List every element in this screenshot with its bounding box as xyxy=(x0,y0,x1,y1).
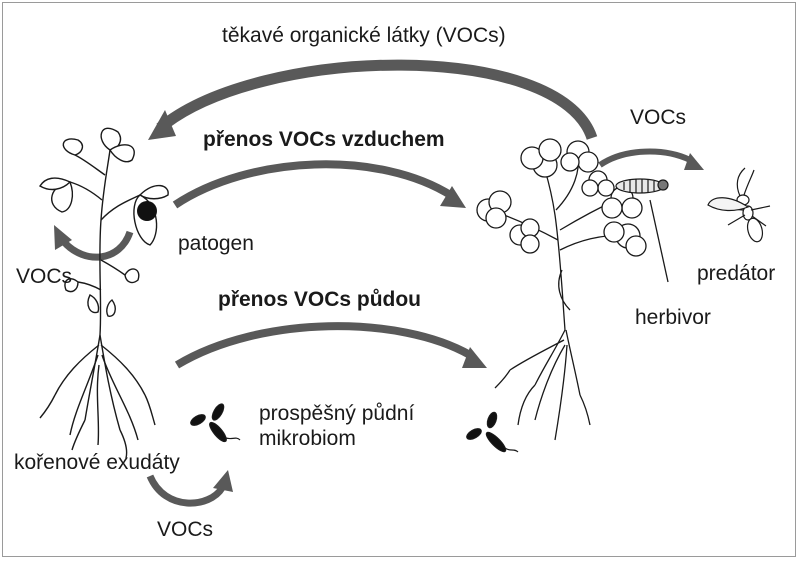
label-volatile-organic-compounds: těkavé organické látky (VOCs) xyxy=(222,24,506,47)
label-vocs-left: VOCs xyxy=(16,265,73,288)
air-transfer-arrow xyxy=(172,160,466,209)
left-loop-arrow xyxy=(54,225,134,261)
herbivore-pointer-line xyxy=(649,199,669,283)
left-plant xyxy=(39,127,169,459)
label-predator: predátor xyxy=(697,262,776,285)
label-microbiome-line1: prospěšný půdní xyxy=(259,402,415,425)
predator-wasp xyxy=(707,167,771,243)
herbivore-caterpillar xyxy=(615,178,669,194)
label-vocs-bottom: VOCs xyxy=(157,518,214,541)
label-vocs-predator: VOCs xyxy=(630,106,687,129)
label-herbivore: herbivor xyxy=(635,306,711,329)
microbes-right xyxy=(466,411,519,453)
vocs-to-predator-arrow xyxy=(598,148,704,170)
label-soil-transfer: přenos VOCs půdou xyxy=(218,288,422,311)
pathogen-spot xyxy=(137,201,157,221)
bottom-loop-arrow xyxy=(146,470,233,507)
label-microbiome-line2: mikrobiom xyxy=(259,427,356,450)
label-air-transfer: přenos VOCs vzduchem xyxy=(203,128,445,151)
soil-transfer-arrow xyxy=(174,322,487,369)
label-root-exudates: kořenové exudáty xyxy=(14,451,180,474)
label-pathogen: patogen xyxy=(178,232,254,255)
top-arc-arrow xyxy=(148,59,598,141)
right-plant xyxy=(476,138,647,441)
microbes-left xyxy=(190,403,241,443)
